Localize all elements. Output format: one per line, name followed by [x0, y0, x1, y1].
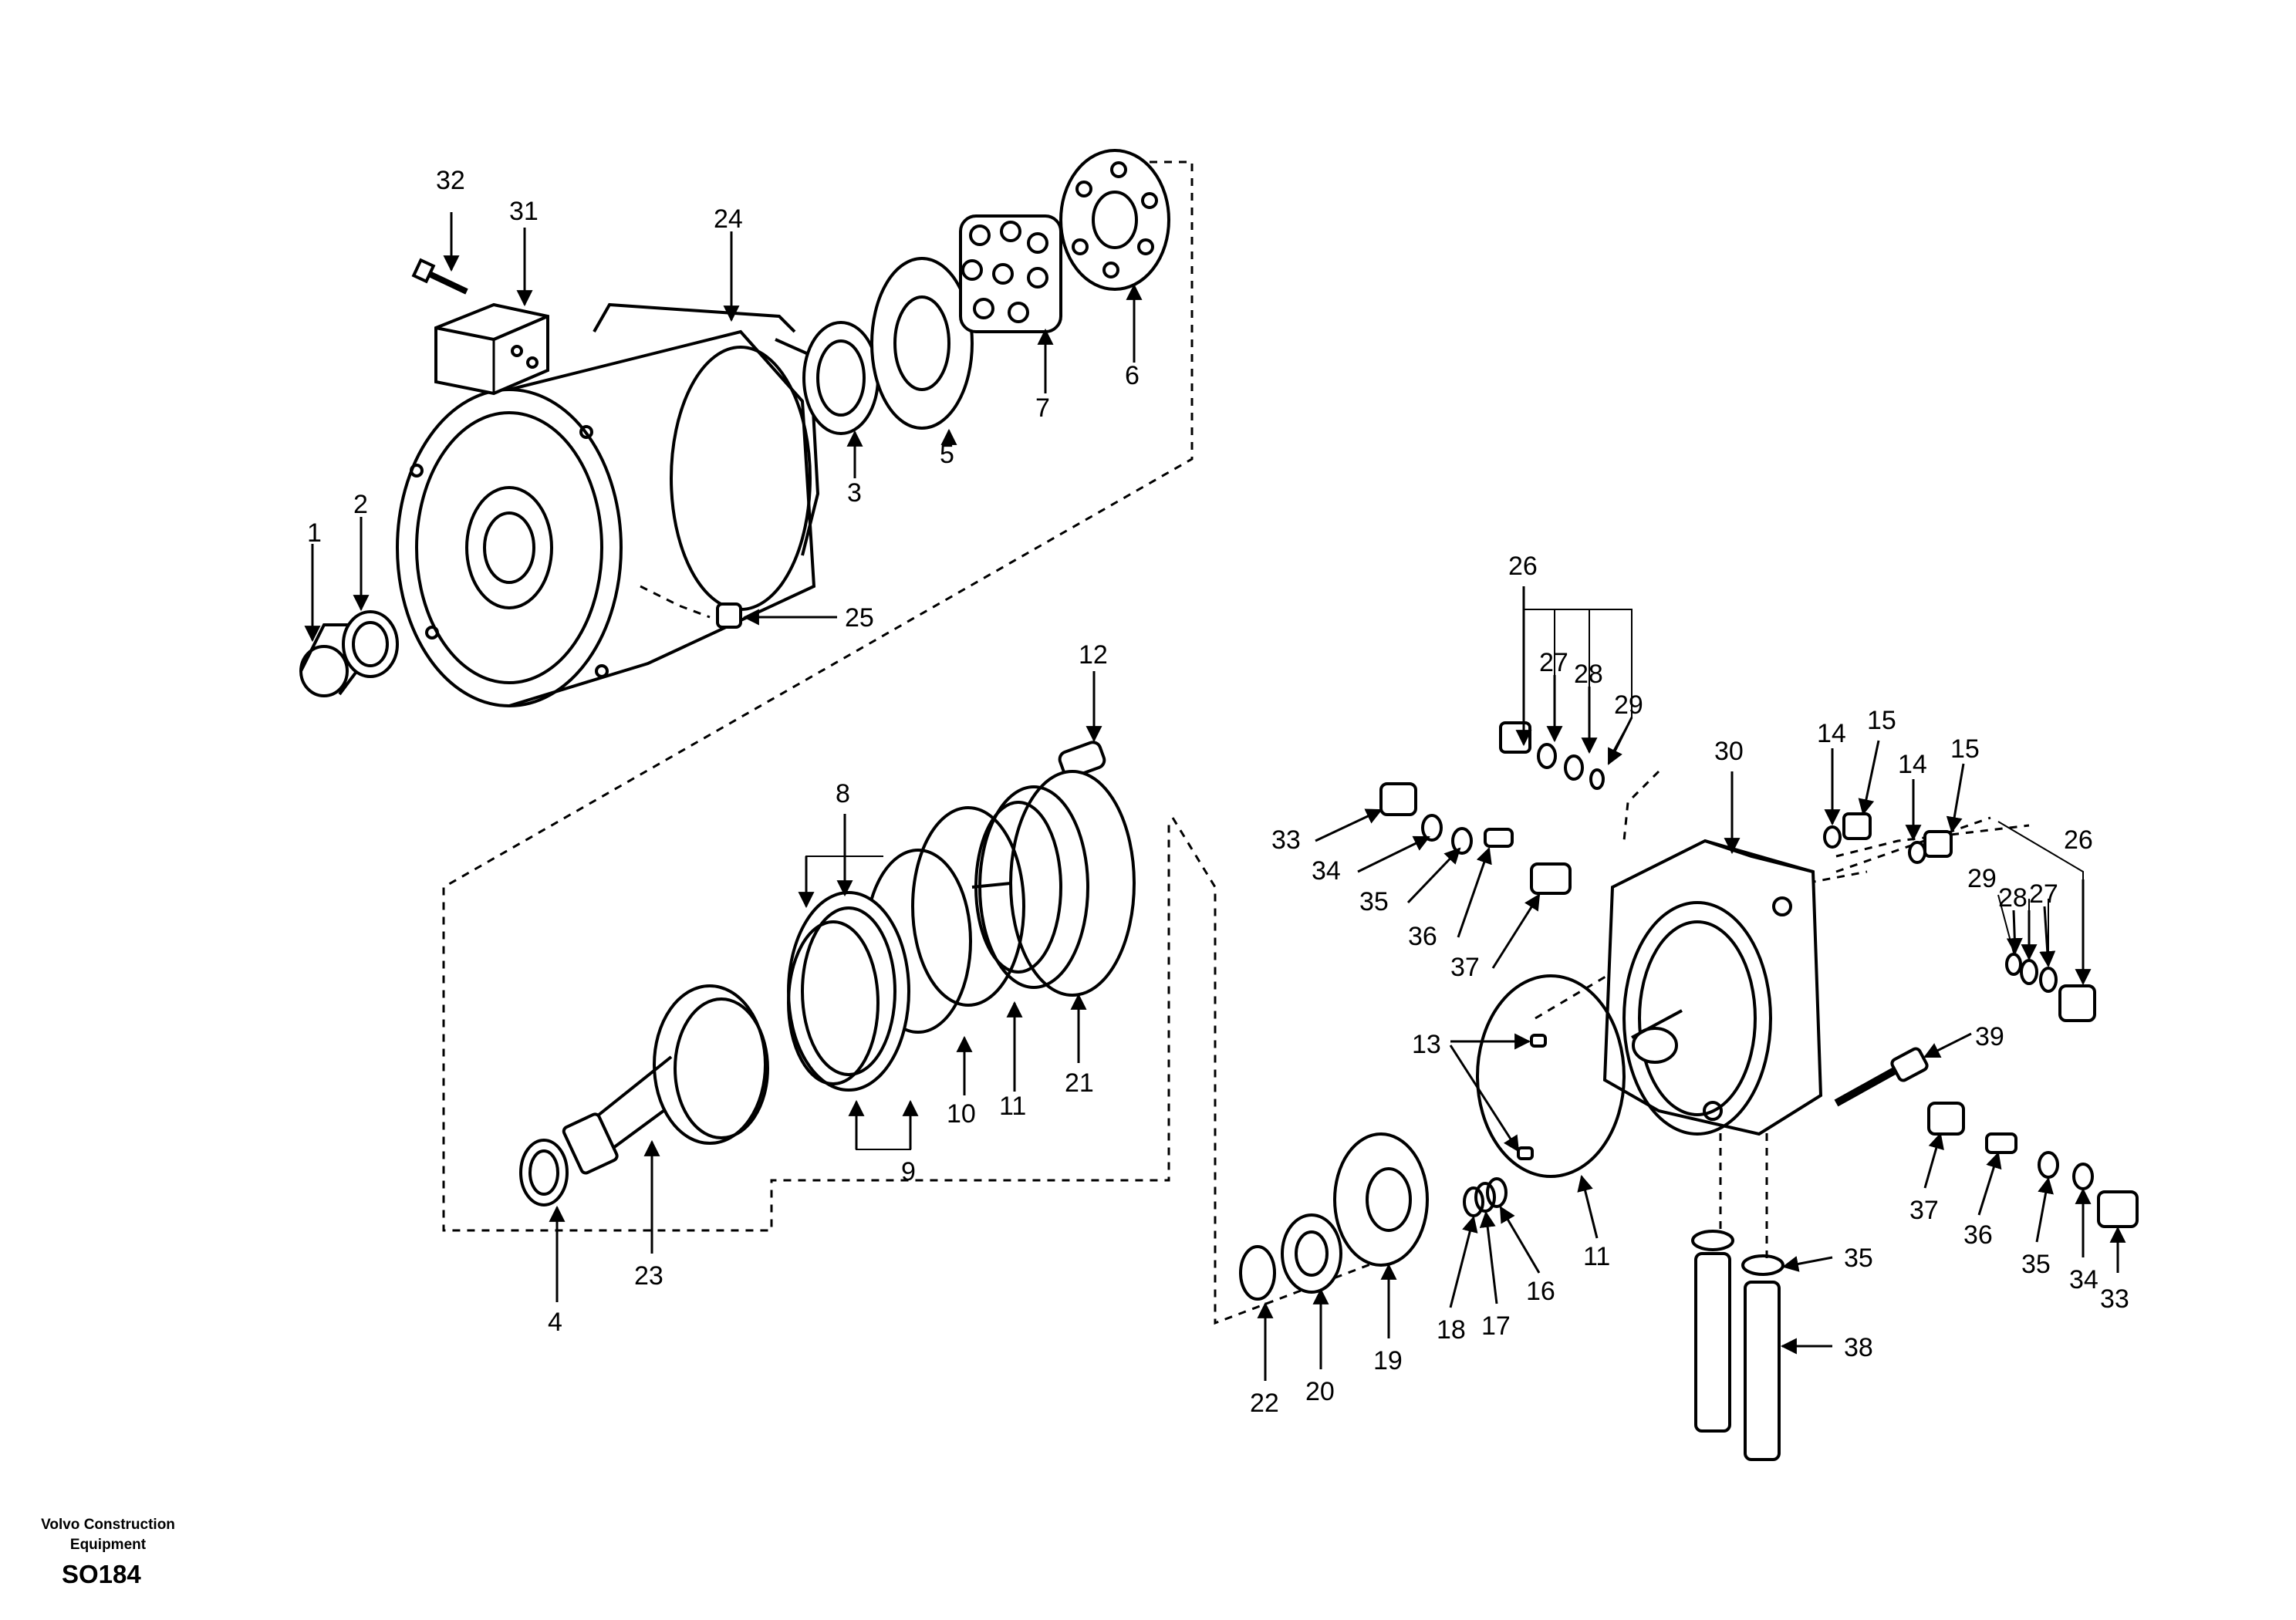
callout-21: 21	[1065, 1068, 1094, 1098]
bolt-39	[1834, 1047, 1929, 1107]
diagram-code: SO184	[62, 1560, 141, 1588]
callout-25: 25	[845, 603, 874, 633]
callout-28-top: 28	[1574, 660, 1603, 689]
callout-19: 19	[1373, 1346, 1403, 1375]
retainer-plate-6	[1059, 149, 1170, 291]
callout-29-top: 29	[1614, 690, 1643, 720]
callout-9: 9	[901, 1157, 916, 1186]
o-ring-11-a	[911, 806, 1025, 1007]
pin-13	[1517, 1034, 1547, 1160]
spool-38	[1691, 1230, 1784, 1461]
callout-15-left: 15	[1867, 706, 1896, 735]
company-line-2: Equipment	[69, 1537, 147, 1553]
callout-3: 3	[847, 478, 862, 508]
callout-30: 30	[1714, 737, 1744, 766]
snap-ring-22	[1239, 1245, 1276, 1301]
o-ring-11-b	[1476, 974, 1626, 1178]
valve-block	[434, 302, 549, 396]
assembly-guide-lines	[442, 160, 2030, 1325]
callout-35-left: 35	[1359, 887, 1389, 916]
callout-24: 24	[714, 204, 743, 234]
brake-piston-21	[971, 770, 1136, 997]
callout-13: 13	[1412, 1030, 1441, 1059]
callout-26-top: 26	[1508, 552, 1538, 581]
plug	[716, 602, 742, 629]
callout-33-left: 33	[1271, 825, 1301, 855]
bearing-20	[1281, 1213, 1342, 1294]
callout-4: 4	[548, 1308, 562, 1337]
company-line-1: Volvo Construction	[41, 1517, 175, 1533]
seal-ring-2	[342, 610, 399, 678]
callout-26-right: 26	[2064, 825, 2093, 855]
plug-group-right-14-15	[1823, 812, 1953, 864]
callout-37-right: 37	[1909, 1196, 1939, 1225]
shaft-23	[562, 984, 769, 1175]
callout-34-right: 34	[2069, 1265, 2098, 1294]
callout-11-cover: 11	[1583, 1242, 1610, 1271]
swash-plate-5	[870, 257, 974, 430]
plug-group-top	[1499, 721, 1605, 790]
callout-8: 8	[836, 779, 850, 808]
callout-18: 18	[1437, 1315, 1466, 1345]
seal-4	[519, 1139, 569, 1207]
callout-23: 23	[634, 1261, 663, 1291]
relief-valve-group-left	[1379, 782, 1572, 895]
callout-17: 17	[1481, 1311, 1511, 1341]
callout-14-right: 14	[1898, 750, 1927, 779]
callout-29-right: 29	[1967, 864, 1997, 893]
callout-12: 12	[1079, 640, 1108, 670]
spring-pin-16-17-18	[1463, 1177, 1508, 1217]
callout-22: 22	[1250, 1389, 1279, 1418]
callout-1: 1	[307, 518, 322, 548]
callout-39: 39	[1975, 1022, 2004, 1051]
plug-group-right-26-29	[2005, 953, 2096, 1022]
callout-2: 2	[353, 490, 368, 519]
callout-38: 38	[1844, 1333, 1873, 1362]
callout-37-left: 37	[1450, 953, 1480, 982]
callout-32: 32	[436, 166, 465, 195]
callout-35-bottom: 35	[1844, 1244, 1873, 1273]
relief-valve-group-right	[1927, 1102, 2139, 1228]
callout-10: 10	[947, 1099, 976, 1129]
callout-27-top: 27	[1539, 648, 1568, 677]
company-name: Volvo Construction Equipment	[31, 1515, 185, 1555]
callout-16: 16	[1526, 1277, 1555, 1306]
callout-15-right: 15	[1950, 734, 1980, 764]
callout-11-brake: 11	[999, 1092, 1026, 1121]
leader-lines	[304, 212, 2126, 1381]
callout-27-right: 27	[2029, 879, 2058, 909]
rear-cover-30	[1602, 839, 1823, 1136]
callout-labels: 1 2 3 4 5 6 7 8 9 10 11 11 12 13 14 14 1…	[307, 166, 2129, 1418]
spring-12	[1058, 741, 1106, 779]
friction-plates-8-9	[787, 891, 910, 1092]
callout-31: 31	[509, 197, 539, 226]
callout-36-left: 36	[1408, 922, 1437, 951]
callout-36-right: 36	[1963, 1220, 1993, 1250]
callout-20: 20	[1305, 1377, 1335, 1406]
piston-assembly-7	[959, 214, 1062, 333]
bolt	[411, 258, 468, 295]
callout-6: 6	[1125, 361, 1140, 390]
bearing-3	[802, 321, 880, 435]
callout-34-left: 34	[1312, 856, 1341, 886]
callout-5: 5	[940, 440, 954, 469]
callout-33-right: 33	[2100, 1284, 2129, 1314]
callout-35-right: 35	[2021, 1250, 2051, 1279]
callout-14-left: 14	[1817, 719, 1846, 748]
callout-7: 7	[1035, 393, 1050, 423]
valve-plate-19	[1333, 1132, 1429, 1267]
callout-28-right: 28	[1998, 883, 2028, 913]
